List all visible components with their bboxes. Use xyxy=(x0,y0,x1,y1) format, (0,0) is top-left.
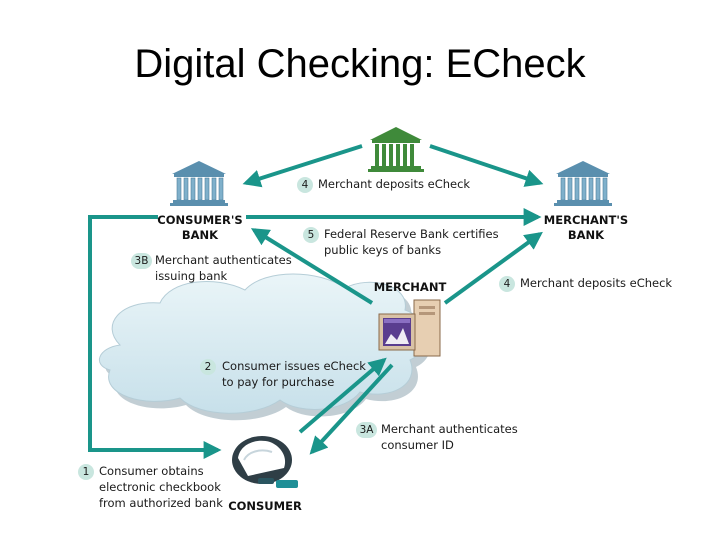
arrow-consumer-to-merchant xyxy=(298,357,387,434)
consumer-label: CONSUMER xyxy=(228,499,302,513)
page-title: Digital Checking: ECheck xyxy=(134,42,586,86)
step-4-number: 4 xyxy=(499,276,515,292)
consumer-bank-label: CONSUMER'S BANK xyxy=(157,213,243,242)
step-5-text: Merchant deposits eCheck xyxy=(318,177,471,191)
step-2-badge: 2 xyxy=(200,359,216,375)
arrow-fed-to-merchant-bank xyxy=(429,144,544,187)
step-3b-badge: 3B xyxy=(131,253,152,269)
arrow-merchant-to-consumer-bank xyxy=(250,228,374,305)
step-2-text: Consumer issues eCheck to pay for purcha… xyxy=(222,359,366,389)
step-5-badge: 4 xyxy=(297,177,313,193)
step-3a-badge: 3A xyxy=(356,422,377,438)
step-6-text: Federal Reserve Bank certifies public ke… xyxy=(324,227,499,257)
merchant-bank-label: MERCHANT'S BANK xyxy=(543,213,629,242)
step-6-badge: 5 xyxy=(303,227,319,243)
arrow-merchant-to-consumer xyxy=(309,363,394,455)
step-4-text: Merchant deposits eCheck xyxy=(520,276,673,290)
federal-reserve-bank-icon xyxy=(368,127,424,172)
arrow-consumer-bank-to-consumer xyxy=(88,215,222,459)
step-3a-text: Merchant authenticates consumer ID xyxy=(381,422,518,452)
internet-cloud xyxy=(98,273,432,421)
merchant-computer-icon xyxy=(378,299,441,357)
step-1-text: Consumer obtains electronic checkbook fr… xyxy=(99,464,223,510)
merchant-label: MERCHANT xyxy=(373,280,447,294)
consumer-bank-icon xyxy=(170,161,228,206)
consumer-computer-icon xyxy=(232,436,298,488)
step-3b-text: Merchant authenticates issuing bank xyxy=(155,253,292,283)
merchant-bank-icon xyxy=(554,161,612,206)
arrow-fed-to-consumer-bank xyxy=(242,144,363,188)
arrow-merchant-to-merchant-bank xyxy=(443,231,543,305)
step-1-badge: 1 xyxy=(78,464,94,480)
